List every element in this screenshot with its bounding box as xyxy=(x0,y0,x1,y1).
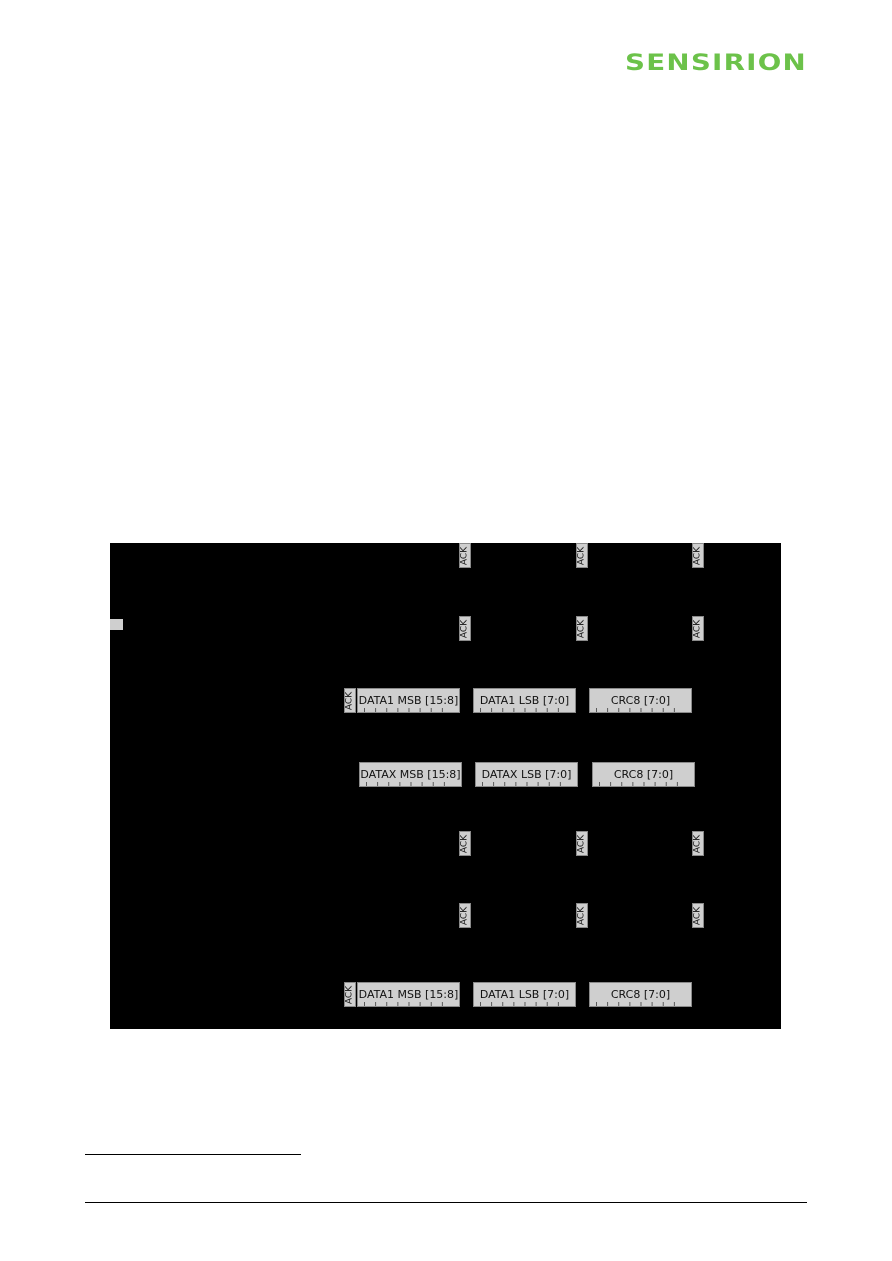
ack-marker: ACK xyxy=(344,688,356,713)
ack-marker: ACK xyxy=(459,831,471,856)
start-marker xyxy=(110,619,123,630)
ack-marker: ACK xyxy=(692,903,704,928)
ack-label: ACK xyxy=(576,546,587,565)
ack-label: ACK xyxy=(692,619,703,638)
ack-marker: ACK xyxy=(576,831,588,856)
ack-label: ACK xyxy=(576,619,587,638)
ack-marker: ACK xyxy=(692,543,704,568)
ack-marker: ACK xyxy=(459,616,471,641)
data-field: DATA1 MSB [15:8] xyxy=(357,688,460,713)
ack-label: ACK xyxy=(459,834,470,853)
ack-marker: ACK xyxy=(576,616,588,641)
ack-marker: ACK xyxy=(459,543,471,568)
ack-label: ACK xyxy=(344,985,355,1004)
crc-field: CRC8 [7:0] xyxy=(589,982,692,1007)
ack-marker: ACK xyxy=(576,903,588,928)
ack-marker: ACK xyxy=(576,543,588,568)
ack-marker: ACK xyxy=(692,616,704,641)
ack-label: ACK xyxy=(692,834,703,853)
ack-label: ACK xyxy=(459,619,470,638)
ack-label: ACK xyxy=(576,834,587,853)
ack-label: ACK xyxy=(344,691,355,710)
data-field: DATAX LSB [7:0] xyxy=(475,762,578,787)
ack-label: ACK xyxy=(576,906,587,925)
crc-field: CRC8 [7:0] xyxy=(589,688,692,713)
data-field: DATAX MSB [15:8] xyxy=(359,762,462,787)
sensirion-logo: SENSIRION xyxy=(625,48,811,76)
data-field: DATA1 MSB [15:8] xyxy=(357,982,460,1007)
logo-text: SENSIRION xyxy=(625,51,807,76)
data-field: DATA1 LSB [7:0] xyxy=(473,688,576,713)
ack-label: ACK xyxy=(459,546,470,565)
data-field: DATA1 LSB [7:0] xyxy=(473,982,576,1007)
ack-label: ACK xyxy=(692,906,703,925)
ack-label: ACK xyxy=(692,546,703,565)
ack-label: ACK xyxy=(459,906,470,925)
timing-diagram: ACK ACK ACK ACK ACK ACK ACK DATA1 MSB [1… xyxy=(110,543,781,1029)
footnote-divider xyxy=(85,1154,301,1155)
footer-divider xyxy=(85,1202,807,1203)
crc-field: CRC8 [7:0] xyxy=(592,762,695,787)
ack-marker: ACK xyxy=(344,982,356,1007)
ack-marker: ACK xyxy=(459,903,471,928)
sensirion-logo-graphic: SENSIRION xyxy=(625,51,807,76)
ack-marker: ACK xyxy=(692,831,704,856)
